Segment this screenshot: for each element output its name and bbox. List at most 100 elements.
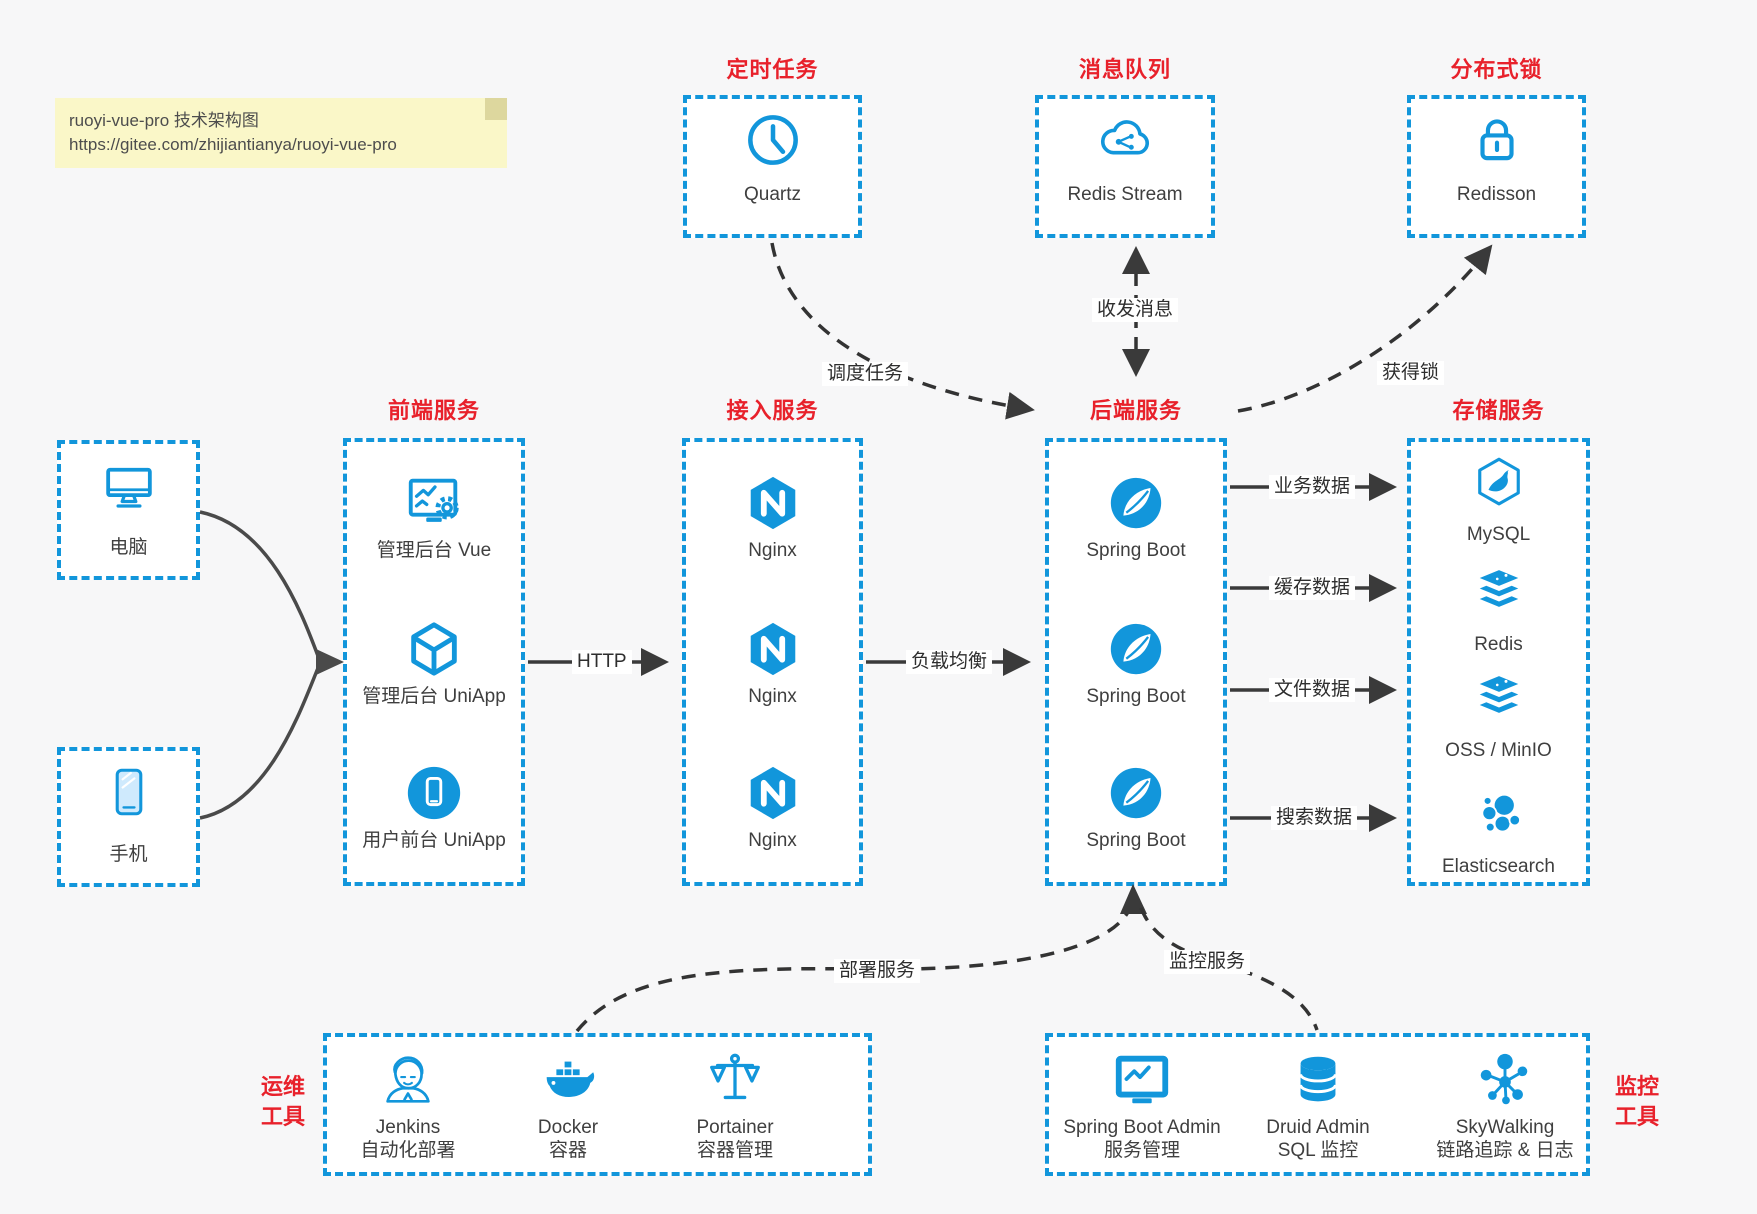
druid-database-icon: [1287, 1049, 1349, 1111]
acquire-lock-curve: [1237, 244, 1493, 413]
frontend-box: 管理后台 Vue 管理后台 UniApp 用户前台 UniApp: [343, 438, 525, 886]
gateway-item-nginx-1: Nginx: [686, 472, 859, 562]
ops-tools-side-label: 运维 工具: [260, 1074, 305, 1129]
gateway-item-nginx-3: Nginx: [686, 762, 859, 852]
jenkins-sub-label: 自动化部署: [360, 1140, 456, 1161]
phone-icon: [61, 763, 196, 826]
desktop-icon: [61, 458, 196, 521]
oss-minio-label: OSS / MinIO: [1445, 740, 1552, 761]
spring-boot-label: Spring Boot: [1086, 830, 1186, 851]
nginx-label: Nginx: [748, 830, 797, 851]
sticky-note: ruoyi-vue-pro 技术架构图 https://gitee.com/zh…: [55, 98, 507, 168]
admin-vue-icon: [403, 472, 465, 534]
redis-stream-box: Redis Stream: [1035, 95, 1215, 238]
messaging-label: 收发消息: [1092, 298, 1179, 322]
storage-item-oss: OSS / MinIO: [1411, 670, 1586, 762]
docker-icon: [537, 1049, 599, 1111]
uniapp-cube-icon: [403, 618, 465, 680]
business-data-label: 业务数据: [1269, 475, 1356, 499]
monitoring-item-sba: Spring Boot Admin 服务管理: [1037, 1049, 1247, 1162]
frontend-item-admin-uniapp: 管理后台 UniApp: [347, 618, 521, 708]
storage-item-elasticsearch: Elasticsearch: [1411, 786, 1586, 878]
skywalking-sub-label: 链路追踪 & 日志: [1436, 1140, 1574, 1161]
monitor-service-label: 监控服务: [1164, 950, 1251, 974]
pc-client-label: 电脑: [109, 537, 148, 558]
monitoring-tools-box: Spring Boot Admin 服务管理 Druid Admin SQL 监…: [1045, 1033, 1590, 1176]
spring-boot-icon: [1105, 618, 1167, 680]
gateway-item-nginx-2: Nginx: [686, 618, 859, 708]
redisson-label: Redisson: [1456, 184, 1537, 205]
docker-sub-label: 容器: [548, 1140, 587, 1161]
redis-stream-label: Redis Stream: [1067, 184, 1183, 205]
nginx-icon: [742, 472, 804, 534]
nginx-label: Nginx: [748, 686, 797, 707]
druid-sub-label: SQL 监控: [1277, 1140, 1359, 1161]
storage-item-mysql: MySQL: [1411, 454, 1586, 546]
oss-stack-icon: [1471, 670, 1527, 726]
sba-monitor-icon: [1111, 1049, 1173, 1111]
quartz-box: Quartz: [683, 95, 862, 238]
cloud-stream-icon: [1039, 111, 1211, 174]
storage-item-redis: Redis: [1411, 564, 1586, 656]
backend-item-springboot-2: Spring Boot: [1049, 618, 1223, 708]
jenkins-icon: [377, 1049, 439, 1111]
frontend-item-user-uniapp: 用户前台 UniApp: [347, 762, 521, 852]
jenkins-label: Jenkins: [375, 1117, 441, 1138]
cache-data-label: 缓存数据: [1269, 576, 1356, 600]
storage-box: MySQL Redis OSS / MinIO Elasticsearch: [1407, 438, 1590, 886]
user-uniapp-label: 用户前台 UniApp: [362, 830, 506, 851]
skywalking-icon: [1474, 1049, 1536, 1111]
mysql-icon: [1471, 454, 1527, 510]
admin-uniapp-label: 管理后台 UniApp: [362, 686, 506, 707]
note-title: ruoyi-vue-pro 技术架构图: [69, 111, 259, 130]
lock-icon: [1411, 111, 1582, 174]
skywalking-label: SkyWalking: [1455, 1117, 1555, 1138]
spring-boot-label: Spring Boot: [1086, 540, 1186, 561]
clients-to-frontend-arrow: [199, 510, 344, 820]
ops-tools-box: Jenkins 自动化部署 Docker 容器 Portainer 容器管理: [323, 1033, 872, 1176]
clock-icon: [687, 111, 858, 174]
elasticsearch-icon: [1471, 786, 1527, 842]
spring-boot-icon: [1105, 472, 1167, 534]
pc-client-box: 电脑: [57, 440, 200, 580]
redis-stack-icon: [1471, 564, 1527, 620]
backend-box: Spring Boot Spring Boot Spring Boot: [1045, 438, 1227, 886]
monitoring-item-skywalking: SkyWalking 链路追踪 & 日志: [1405, 1049, 1605, 1162]
redisson-box: Redisson: [1407, 95, 1586, 238]
admin-vue-label: 管理后台 Vue: [376, 540, 492, 561]
http-label: HTTP: [572, 650, 632, 674]
group-title-scheduled-tasks: 定时任务: [726, 57, 819, 82]
mysql-label: MySQL: [1466, 524, 1531, 545]
acquire-lock-label: 获得锁: [1377, 361, 1445, 385]
note-url: https://gitee.com/zhijiantianya/ruoyi-vu…: [69, 135, 397, 154]
file-data-label: 文件数据: [1269, 678, 1356, 702]
group-title-message-queue: 消息队列: [1078, 57, 1171, 82]
nginx-icon: [742, 618, 804, 680]
group-title-frontend: 前端服务: [387, 398, 480, 423]
phone-client-box: 手机: [57, 747, 200, 887]
monitoring-tools-side-label: 监控 工具: [1614, 1074, 1659, 1129]
gateway-box: Nginx Nginx Nginx: [682, 438, 863, 886]
ops-item-jenkins: Jenkins 自动化部署: [313, 1049, 503, 1162]
sba-label: Spring Boot Admin: [1063, 1117, 1221, 1138]
spring-boot-label: Spring Boot: [1086, 686, 1186, 707]
monitoring-item-druid: Druid Admin SQL 监控: [1223, 1049, 1413, 1162]
elasticsearch-label: Elasticsearch: [1442, 856, 1555, 877]
group-title-backend: 后端服务: [1089, 398, 1182, 423]
load-balance-label: 负载均衡: [906, 650, 993, 674]
quartz-label: Quartz: [743, 184, 802, 205]
deploy-service-label: 部署服务: [834, 959, 921, 983]
redis-label: Redis: [1474, 634, 1523, 655]
spring-boot-icon: [1105, 762, 1167, 824]
ops-item-portainer: Portainer 容器管理: [640, 1049, 830, 1162]
search-data-label: 搜索数据: [1271, 806, 1358, 830]
portainer-sub-label: 容器管理: [696, 1140, 773, 1161]
backend-item-springboot-1: Spring Boot: [1049, 472, 1223, 562]
schedule-task-label: 调度任务: [822, 362, 909, 386]
frontend-item-admin-vue: 管理后台 Vue: [347, 472, 521, 562]
phone-client-label: 手机: [109, 844, 148, 865]
nginx-icon: [742, 762, 804, 824]
backend-item-springboot-3: Spring Boot: [1049, 762, 1223, 852]
group-title-distributed-lock: 分布式锁: [1450, 57, 1543, 82]
